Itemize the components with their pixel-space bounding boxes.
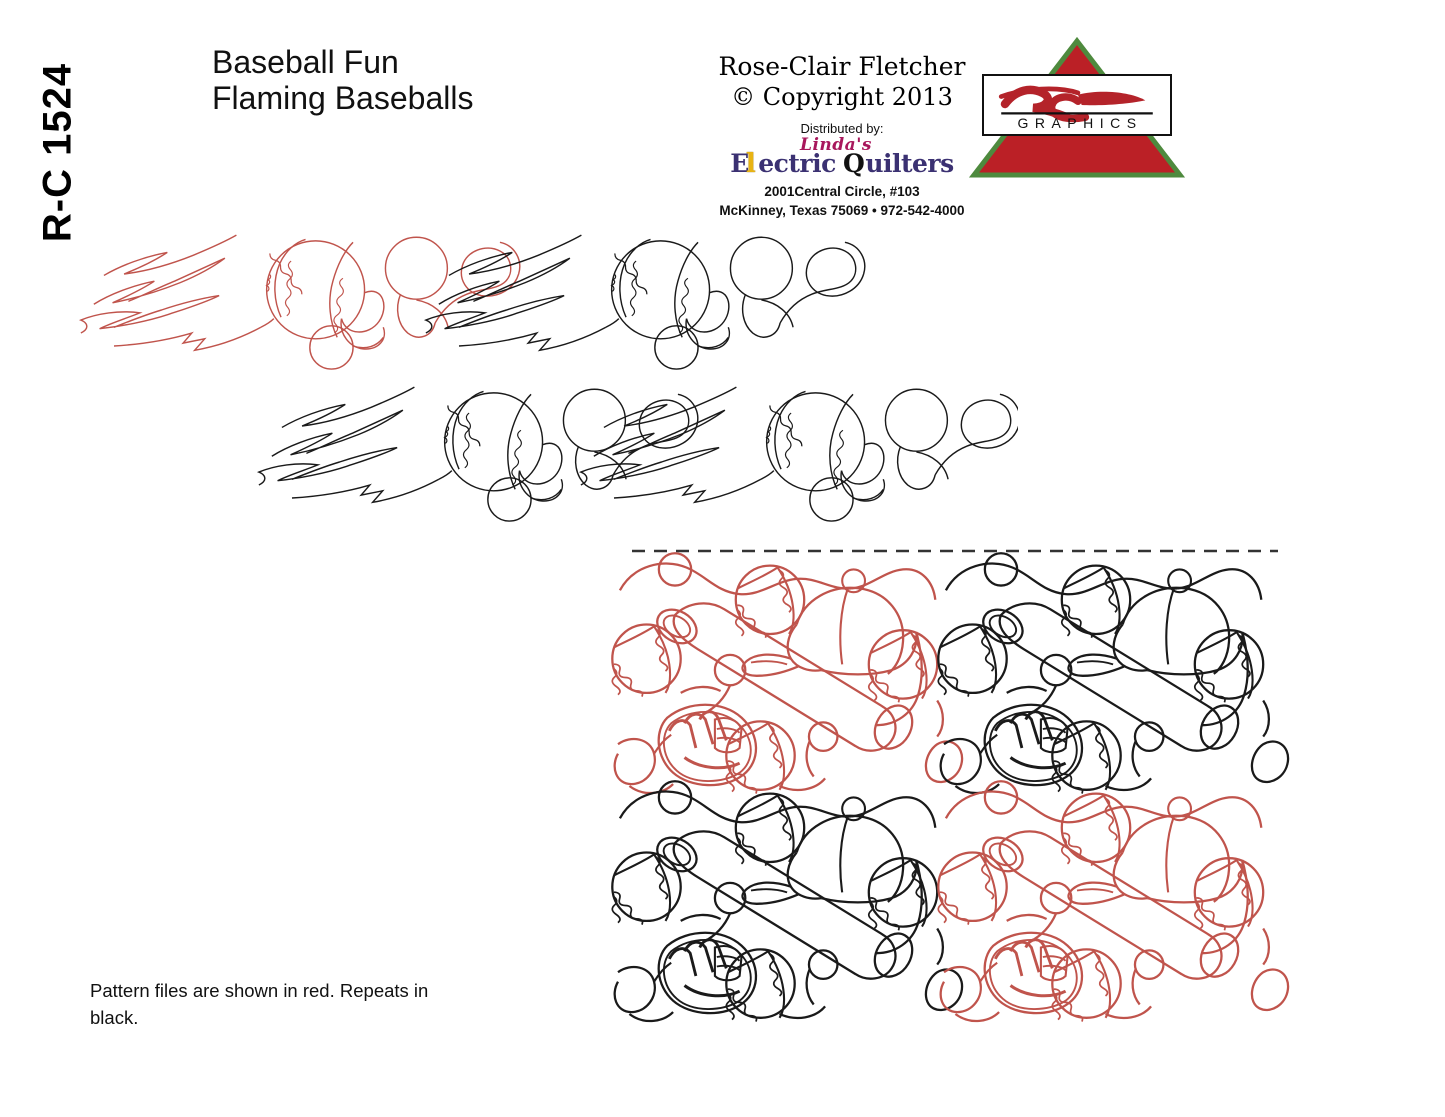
address-line-2: McKinney, Texas 75069 • 972-542-4000 bbox=[719, 203, 965, 218]
distributed-by-label: Distributed by: bbox=[800, 121, 884, 136]
page-title: Baseball Fun Flaming Baseballs bbox=[212, 44, 473, 117]
designer-name: Rose-Clair Fletcher bbox=[718, 52, 966, 81]
flaming-motif-row2-black-a bbox=[258, 386, 699, 522]
flaming-baseballs-artwork bbox=[80, 234, 1018, 522]
title-line-2: Flaming Baseballs bbox=[212, 80, 474, 117]
wordmark-lectric: ectric bbox=[758, 149, 845, 178]
wordmark-uilters: uilters bbox=[865, 149, 954, 178]
lightning-bolt-icon: l bbox=[745, 149, 756, 179]
flaming-motif-row1-red bbox=[80, 234, 521, 370]
wordmark-e: E bbox=[730, 149, 749, 178]
rc-graphics-logo: GRAPHICS bbox=[968, 33, 1186, 181]
flaming-motif-row1-black bbox=[425, 234, 866, 370]
pattern-sku: R-C 1524 bbox=[35, 62, 80, 243]
title-line-1: Baseball Fun bbox=[212, 44, 399, 80]
logo-subtext: GRAPHICS bbox=[1017, 115, 1143, 131]
gear-q-icon: Q bbox=[843, 149, 865, 178]
credit-block: Rose-Clair Fletcher © Copyright 2013 Dis… bbox=[697, 52, 987, 218]
gear-tile-r1-c1-red bbox=[933, 781, 1288, 1025]
copyright-notice: © Copyright 2013 bbox=[731, 83, 953, 111]
gear-tile-r1-c0-black bbox=[607, 781, 962, 1025]
baseball-gear-artwork bbox=[596, 549, 1296, 1025]
gear-tile-r0-c1-black bbox=[933, 553, 1288, 798]
pattern-legend-note: Pattern files are shown in red. Repeats … bbox=[90, 980, 429, 1028]
logo-inner-box: GRAPHICS bbox=[982, 74, 1172, 136]
address-line-1: 2001Central Circle, #103 bbox=[764, 184, 920, 199]
gear-tile-r0-c0-red bbox=[607, 553, 962, 798]
rc-brushstroke-mark bbox=[998, 85, 1153, 123]
lindas-script-text: Linda's bbox=[800, 135, 872, 155]
